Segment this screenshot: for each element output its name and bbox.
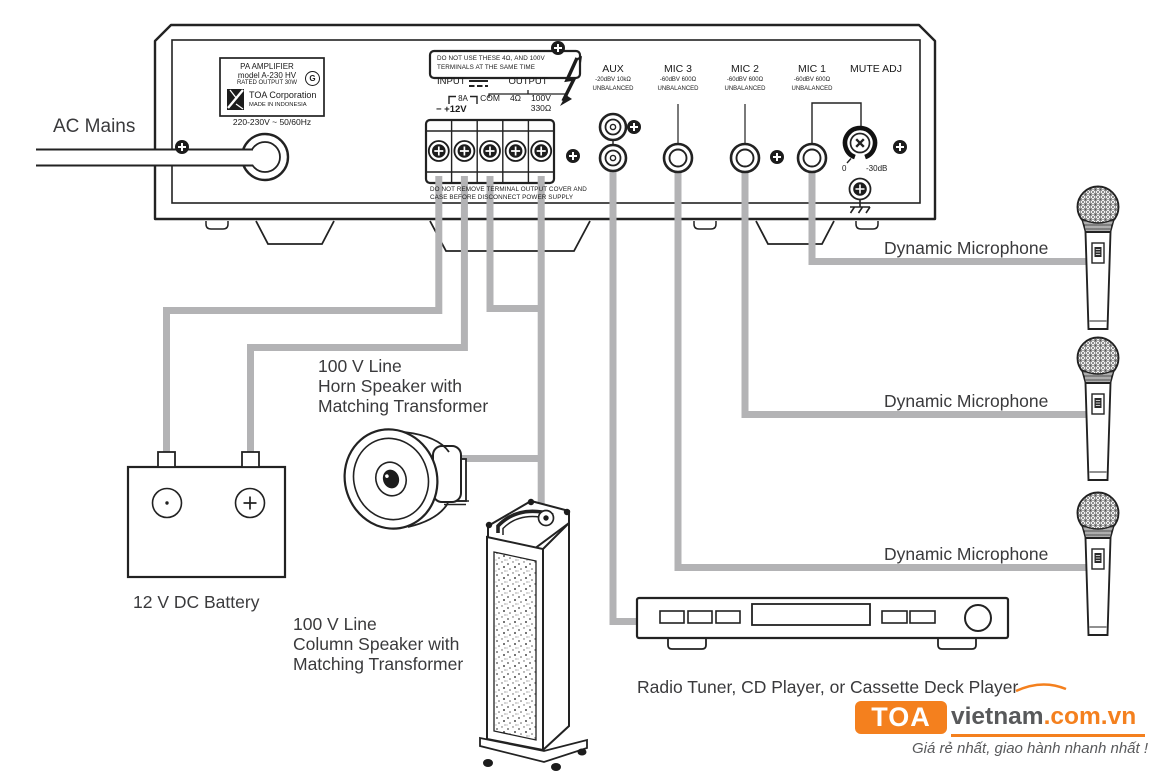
column-speaker-label-line1: 100 V Line [293,614,377,634]
mic2-spec: -60dBV 600Ω [726,77,764,83]
ac-mains-label: AC Mains [53,116,136,137]
terminal-screw-plus12v [453,140,476,162]
mute-adj-label: MUTE ADJ [850,63,902,75]
watermark-logo-text: vietnam.com.vn [951,703,1136,731]
warning-bottom-line2: CASE BEFORE DISCONNECT POWER SUPPLY [430,194,574,201]
mic3-label: MIC 3 [663,63,692,75]
watermark-tagline: Giá rẻ nhất, giao hành nhanh nhất ! [911,740,1148,757]
horn-speaker-label-line1: 100 V Line [318,356,402,376]
wire-battery-positive [247,176,468,454]
spec-line3: RATED OUTPUT 30W [236,80,298,86]
mute-scale-min: 0 [842,164,847,173]
column-speaker-icon [479,498,588,771]
wire-mic2 [741,162,1086,418]
polarity-label: − +12V [436,104,467,115]
mic1-spec: -60dBV 600Ω [793,77,831,83]
wire-mic1 [808,162,1086,265]
mute-scale-max: -30dB [866,164,888,173]
horn-speaker-label-line2: Horn Speaker with [318,376,462,396]
mute-adj-knob [842,125,878,164]
panel-screw-icon [892,139,908,155]
spec-line2: model A-230 HV [237,71,297,80]
radio-tuner-icon [635,596,1010,650]
mic3-jack [662,142,694,174]
terminal-100v-label: 100V [531,93,551,103]
mic2-label: MIC 2 [730,63,759,75]
watermark-logo-box: TOA [855,701,947,734]
terminal-screw-100v [530,140,553,162]
microphone-icon [1076,185,1120,330]
warning-top-line2: TERMINALS AT THE SAME TIME [437,64,536,71]
ac-mains-cable [36,148,253,167]
watermark-underline [951,734,1145,737]
battery-icon [126,451,287,579]
ac-inlet [240,132,290,182]
panel-screw-icon [174,139,190,155]
column-speaker-label-line3: Matching Transformer [293,654,464,674]
origin-label: MADE IN INDONESIA [249,102,307,108]
column-speaker-label-line2: Column Speaker with [293,634,460,654]
wire-battery-negative [163,176,443,454]
watermark-domain: .com.vn [1043,703,1137,730]
mic1-jack [796,142,828,174]
warning-top-line1: DO NOT USE THESE 4Ω, AND 100V [437,55,545,62]
ground-symbol [849,199,871,214]
terminal-com-label: COM [480,93,500,103]
battery-label: 12 V DC Battery [133,592,260,612]
terminal-block [424,118,556,185]
dc-symbol [469,80,488,87]
output-label: OUTPUT [508,76,548,87]
spec-line1: PA AMPLIFIER [240,62,294,71]
aux-mode: UNBALANCED [592,85,634,92]
wire-aux [609,162,639,625]
fuse-label: 8A [458,93,468,103]
microphone-label-2: Dynamic Microphone [884,391,1049,411]
toa-logo-mark [227,89,244,110]
ground-terminal [848,177,872,214]
aux-label: AUX [602,63,624,75]
approval-mark: G [305,71,320,86]
microphone-icon [1076,491,1120,636]
warning-box [428,49,582,80]
wire-output-com [486,176,541,312]
microphone-label-3: Dynamic Microphone [884,544,1049,564]
microphone-label-1: Dynamic Microphone [884,238,1049,258]
microphone-icon [1076,336,1120,481]
spec-label-box [219,57,325,117]
brand-label: TOA Corporation [249,90,317,100]
mic1-mute-bracket [811,102,862,143]
terminal-screw-com [479,140,501,162]
power-rating-label: 220-230V ~ 50/60Hz [232,117,312,127]
warning-bottom-line1: DO NOT REMOVE TERMINAL OUTPUT COVER AND [430,186,587,193]
horn-speaker-label-line3: Matching Transformer [318,396,489,416]
terminal-4ohm-label: 4Ω [509,93,522,103]
watermark-name: vietnam [951,703,1044,730]
terminal-screw-minus [427,140,450,162]
panel-screw-icon [769,149,785,165]
fuse-brackets [448,95,478,104]
mic3-mode: UNBALANCED [657,85,699,92]
terminal-screw-4ohm [504,140,527,162]
aux-spec: -20dBV 10kΩ [595,77,631,83]
horn-speaker-icon [343,428,469,530]
input-label: INPUT [437,76,466,87]
impedance-label: 330Ω [530,102,552,113]
aux-jack [598,112,628,173]
mic1-mode: UNBALANCED [791,85,833,92]
watermark-swoosh [1015,683,1067,693]
mic3-spec: -60dBV 600Ω [659,77,697,83]
mic2-jack [729,142,761,174]
panel-screw-icon [626,119,642,135]
lightning-bolt-icon [560,56,582,106]
source-device-label: Radio Tuner, CD Player, or Cassette Deck… [637,677,1019,697]
panel-screw-icon [565,148,581,164]
wire-mic3 [674,162,1086,571]
mic2-mode: UNBALANCED [724,85,766,92]
mic1-label: MIC 1 [797,63,826,75]
panel-screw-icon [550,40,566,56]
